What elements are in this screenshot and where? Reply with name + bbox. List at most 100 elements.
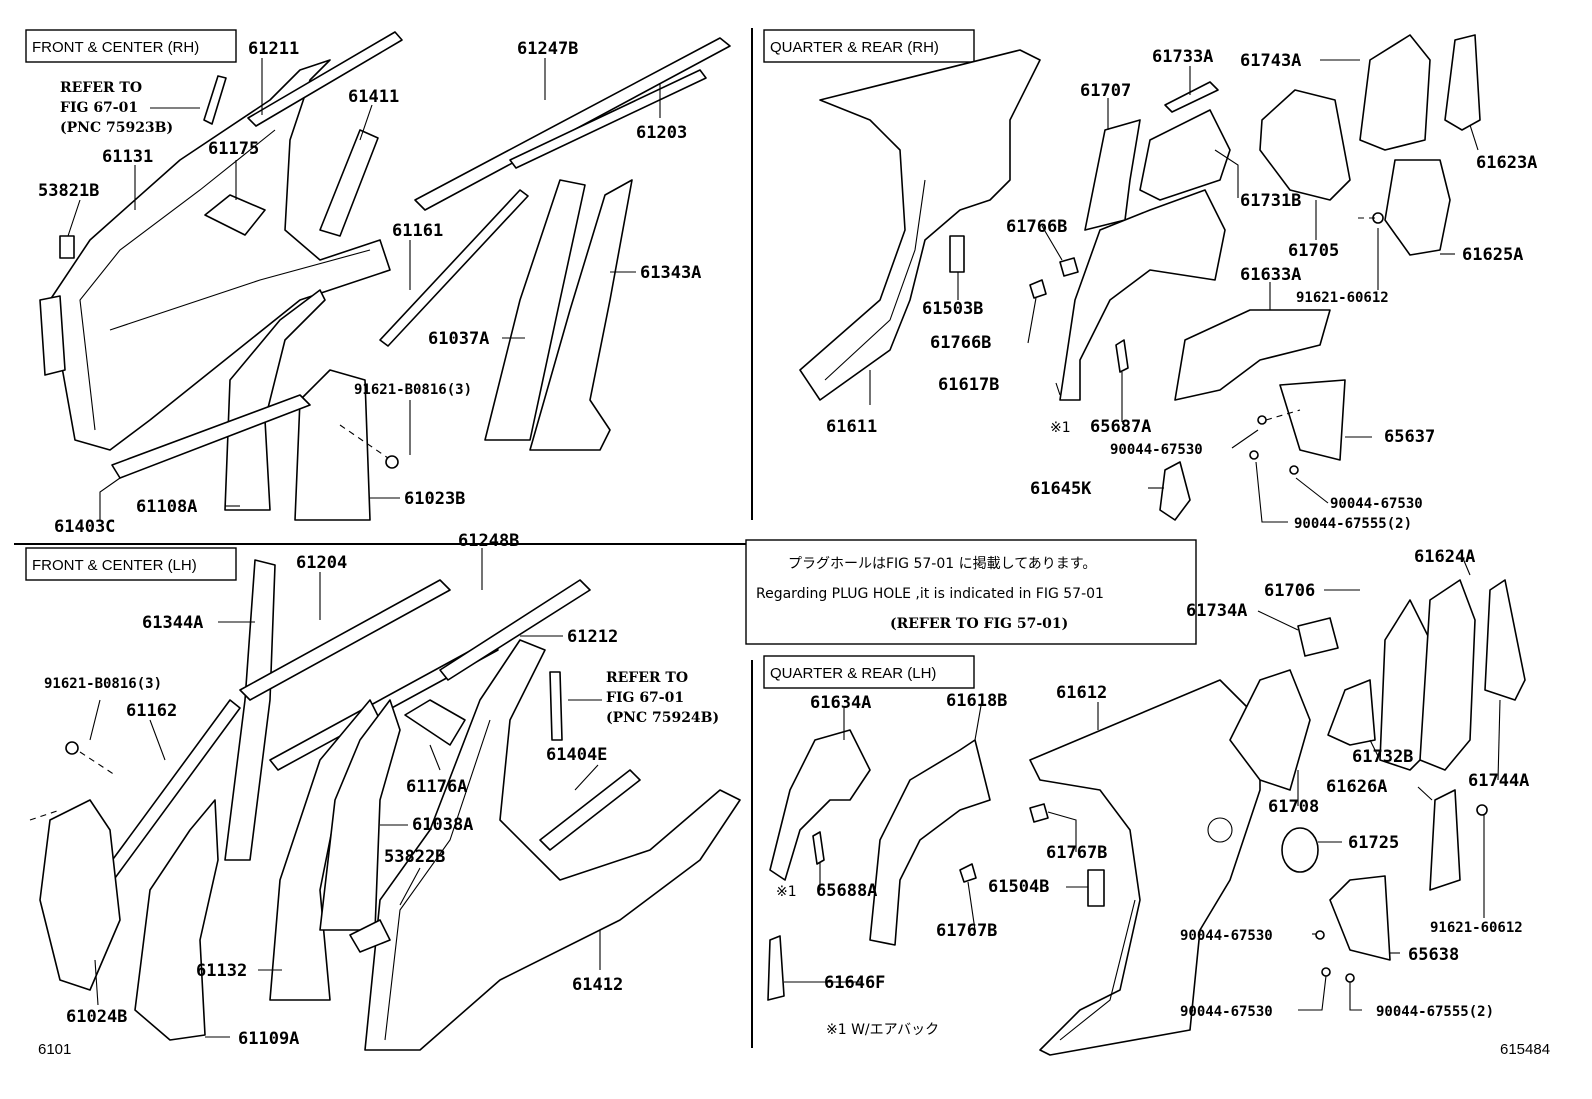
label-61744A: 61744A xyxy=(1468,771,1529,791)
clip-61766B-a xyxy=(1059,257,1079,277)
refer-note-rh: REFER TO FIG 67-01 (PNC 75923B) xyxy=(60,75,227,136)
pillar-61038A xyxy=(319,699,401,931)
bracket-61504B xyxy=(1087,869,1105,907)
label-91621-B0816-lh: 91621-B0816(3) xyxy=(44,676,162,692)
footnote-airbag: ※1 W/エアバック xyxy=(826,1022,939,1038)
bracket-61734A xyxy=(1297,617,1339,657)
roof-rail-61212 xyxy=(439,579,591,681)
svg-text:(PNC 75924B): (PNC 75924B) xyxy=(606,710,719,726)
label-61412: 61412 xyxy=(572,975,623,995)
label-61646F: 61646F xyxy=(824,973,885,993)
pillar-61108A xyxy=(224,289,326,511)
label-61706: 61706 xyxy=(1264,581,1315,601)
label-90044-67530-c: 90044-67530 xyxy=(1180,928,1273,944)
section-label-front-center-rh: FRONT & CENTER (RH) xyxy=(25,29,237,63)
front-bracket-rh xyxy=(39,295,66,376)
inner-housing-61633A xyxy=(1174,309,1331,401)
pillar-61037A xyxy=(484,179,586,441)
label-90044-67555-a: 90044-67555(2) xyxy=(1294,516,1412,532)
section-label-quarter-rear-lh: QUARTER & REAR (LH) xyxy=(763,655,975,689)
label-61626A: 61626A xyxy=(1326,777,1387,797)
clip-61766B-b xyxy=(1029,279,1047,299)
fuel-housing-61725 xyxy=(1281,827,1319,873)
extension-61708 xyxy=(1229,669,1311,791)
leader-lines xyxy=(67,58,1501,1038)
section-label-quarter-rear-rh: QUARTER & REAR (RH) xyxy=(763,29,975,63)
bolt-91621-60612-lh xyxy=(1476,804,1488,816)
svg-text:REFER TO: REFER TO xyxy=(606,670,688,686)
label-61625A: 61625A xyxy=(1462,245,1523,265)
part-labels: 61211 61247B 61411 61203 61131 61175 538… xyxy=(38,39,1537,1049)
label-65637: 65637 xyxy=(1384,427,1435,447)
label-61705: 61705 xyxy=(1288,241,1339,261)
pillar-61343A xyxy=(529,179,633,451)
reinforcement-61023B xyxy=(294,369,371,521)
svg-text:(PNC 75923B): (PNC 75923B) xyxy=(60,120,173,136)
wheel-housing-61617B xyxy=(1059,189,1226,401)
nut-90044-67530-b xyxy=(1289,465,1299,475)
svg-text:FIG 67-01: FIG 67-01 xyxy=(60,100,138,116)
extension-61707 xyxy=(1084,119,1141,231)
bracket-61176A xyxy=(404,699,466,746)
side-outer-panel-rh xyxy=(49,59,391,451)
label-61131: 61131 xyxy=(102,147,153,167)
bracket-61733A xyxy=(1164,81,1219,113)
panel-61626A xyxy=(1429,789,1461,891)
label-61176A: 61176A xyxy=(406,777,467,797)
reinforcement-61203 xyxy=(509,69,707,169)
label-61024B: 61024B xyxy=(66,1007,127,1027)
label-61618B: 61618B xyxy=(946,691,1007,711)
label-61109A: 61109A xyxy=(238,1029,299,1049)
svg-text:(REFER TO FIG 57-01): (REFER TO FIG 57-01) xyxy=(890,616,1068,632)
nut-90044-67555-b1 xyxy=(1345,973,1355,983)
label-61203: 61203 xyxy=(636,123,687,143)
label-61766B-a: 61766B xyxy=(1006,217,1067,237)
nut-90044-67555-a1 xyxy=(1249,450,1259,460)
svg-text:FRONT & CENTER (RH): FRONT & CENTER (RH) xyxy=(32,39,199,56)
quarter-rear-lh-assembly xyxy=(767,579,1526,1056)
label-61248B: 61248B xyxy=(458,531,519,551)
svg-text:FIG 67-01: FIG 67-01 xyxy=(606,690,684,706)
label-65687A: 65687A xyxy=(1090,417,1151,437)
label-91621-60612-lh: 91621-60612 xyxy=(1430,920,1523,936)
clip-61767B-b xyxy=(959,863,977,883)
label-90044-67555-b: 90044-67555(2) xyxy=(1376,1004,1494,1020)
quarter-panel-61611 xyxy=(799,49,1041,401)
label-90044-67530-b: 90044-67530 xyxy=(1330,496,1423,512)
label-61038A: 61038A xyxy=(412,815,473,835)
label-61162: 61162 xyxy=(126,701,177,721)
label-61161: 61161 xyxy=(392,221,443,241)
label-61707: 61707 xyxy=(1080,81,1131,101)
pillar-61109A xyxy=(134,799,219,1041)
label-61732B: 61732B xyxy=(1352,747,1413,767)
nut-90044-67530-c xyxy=(1315,930,1325,940)
svg-text:Regarding PLUG HOLE ,it is ind: Regarding PLUG HOLE ,it is indicated in … xyxy=(756,586,1104,602)
panel-61731B xyxy=(1139,109,1231,201)
quarter-rear-rh-assembly xyxy=(799,34,1481,521)
bracket-65688A xyxy=(812,831,825,865)
wheel-housing-61618B xyxy=(869,739,991,946)
label-61708: 61708 xyxy=(1268,797,1319,817)
nut-90044-67530-a xyxy=(1257,415,1267,425)
label-65638: 65638 xyxy=(1408,945,1459,965)
label-61132: 61132 xyxy=(196,961,247,981)
label-61212: 61212 xyxy=(567,627,618,647)
svg-text:プラグホールはFIG 57-01 に掲載してあります。: プラグホールはFIG 57-01 に掲載してあります。 xyxy=(788,556,1096,572)
rocker-61403C xyxy=(111,394,311,479)
garnish-strip-rh xyxy=(203,75,227,125)
roof-rail-61211 xyxy=(247,31,403,127)
label-61767B-a: 61767B xyxy=(1046,843,1107,863)
label-61204: 61204 xyxy=(296,553,347,573)
rocker-61411 xyxy=(319,129,379,237)
bracket-61646F xyxy=(767,935,785,1001)
label-61411: 61411 xyxy=(348,87,399,107)
reinforcement-61623A xyxy=(1444,34,1481,131)
label-61617B: 61617B xyxy=(938,375,999,395)
rocker-61404E xyxy=(539,769,641,851)
label-61108A: 61108A xyxy=(136,497,197,517)
label-61733A: 61733A xyxy=(1152,47,1213,67)
refer-note-lh: REFER TO FIG 67-01 (PNC 75924B) xyxy=(549,670,719,741)
inner-panel-61705 xyxy=(1259,89,1351,201)
label-61211: 61211 xyxy=(248,39,299,59)
